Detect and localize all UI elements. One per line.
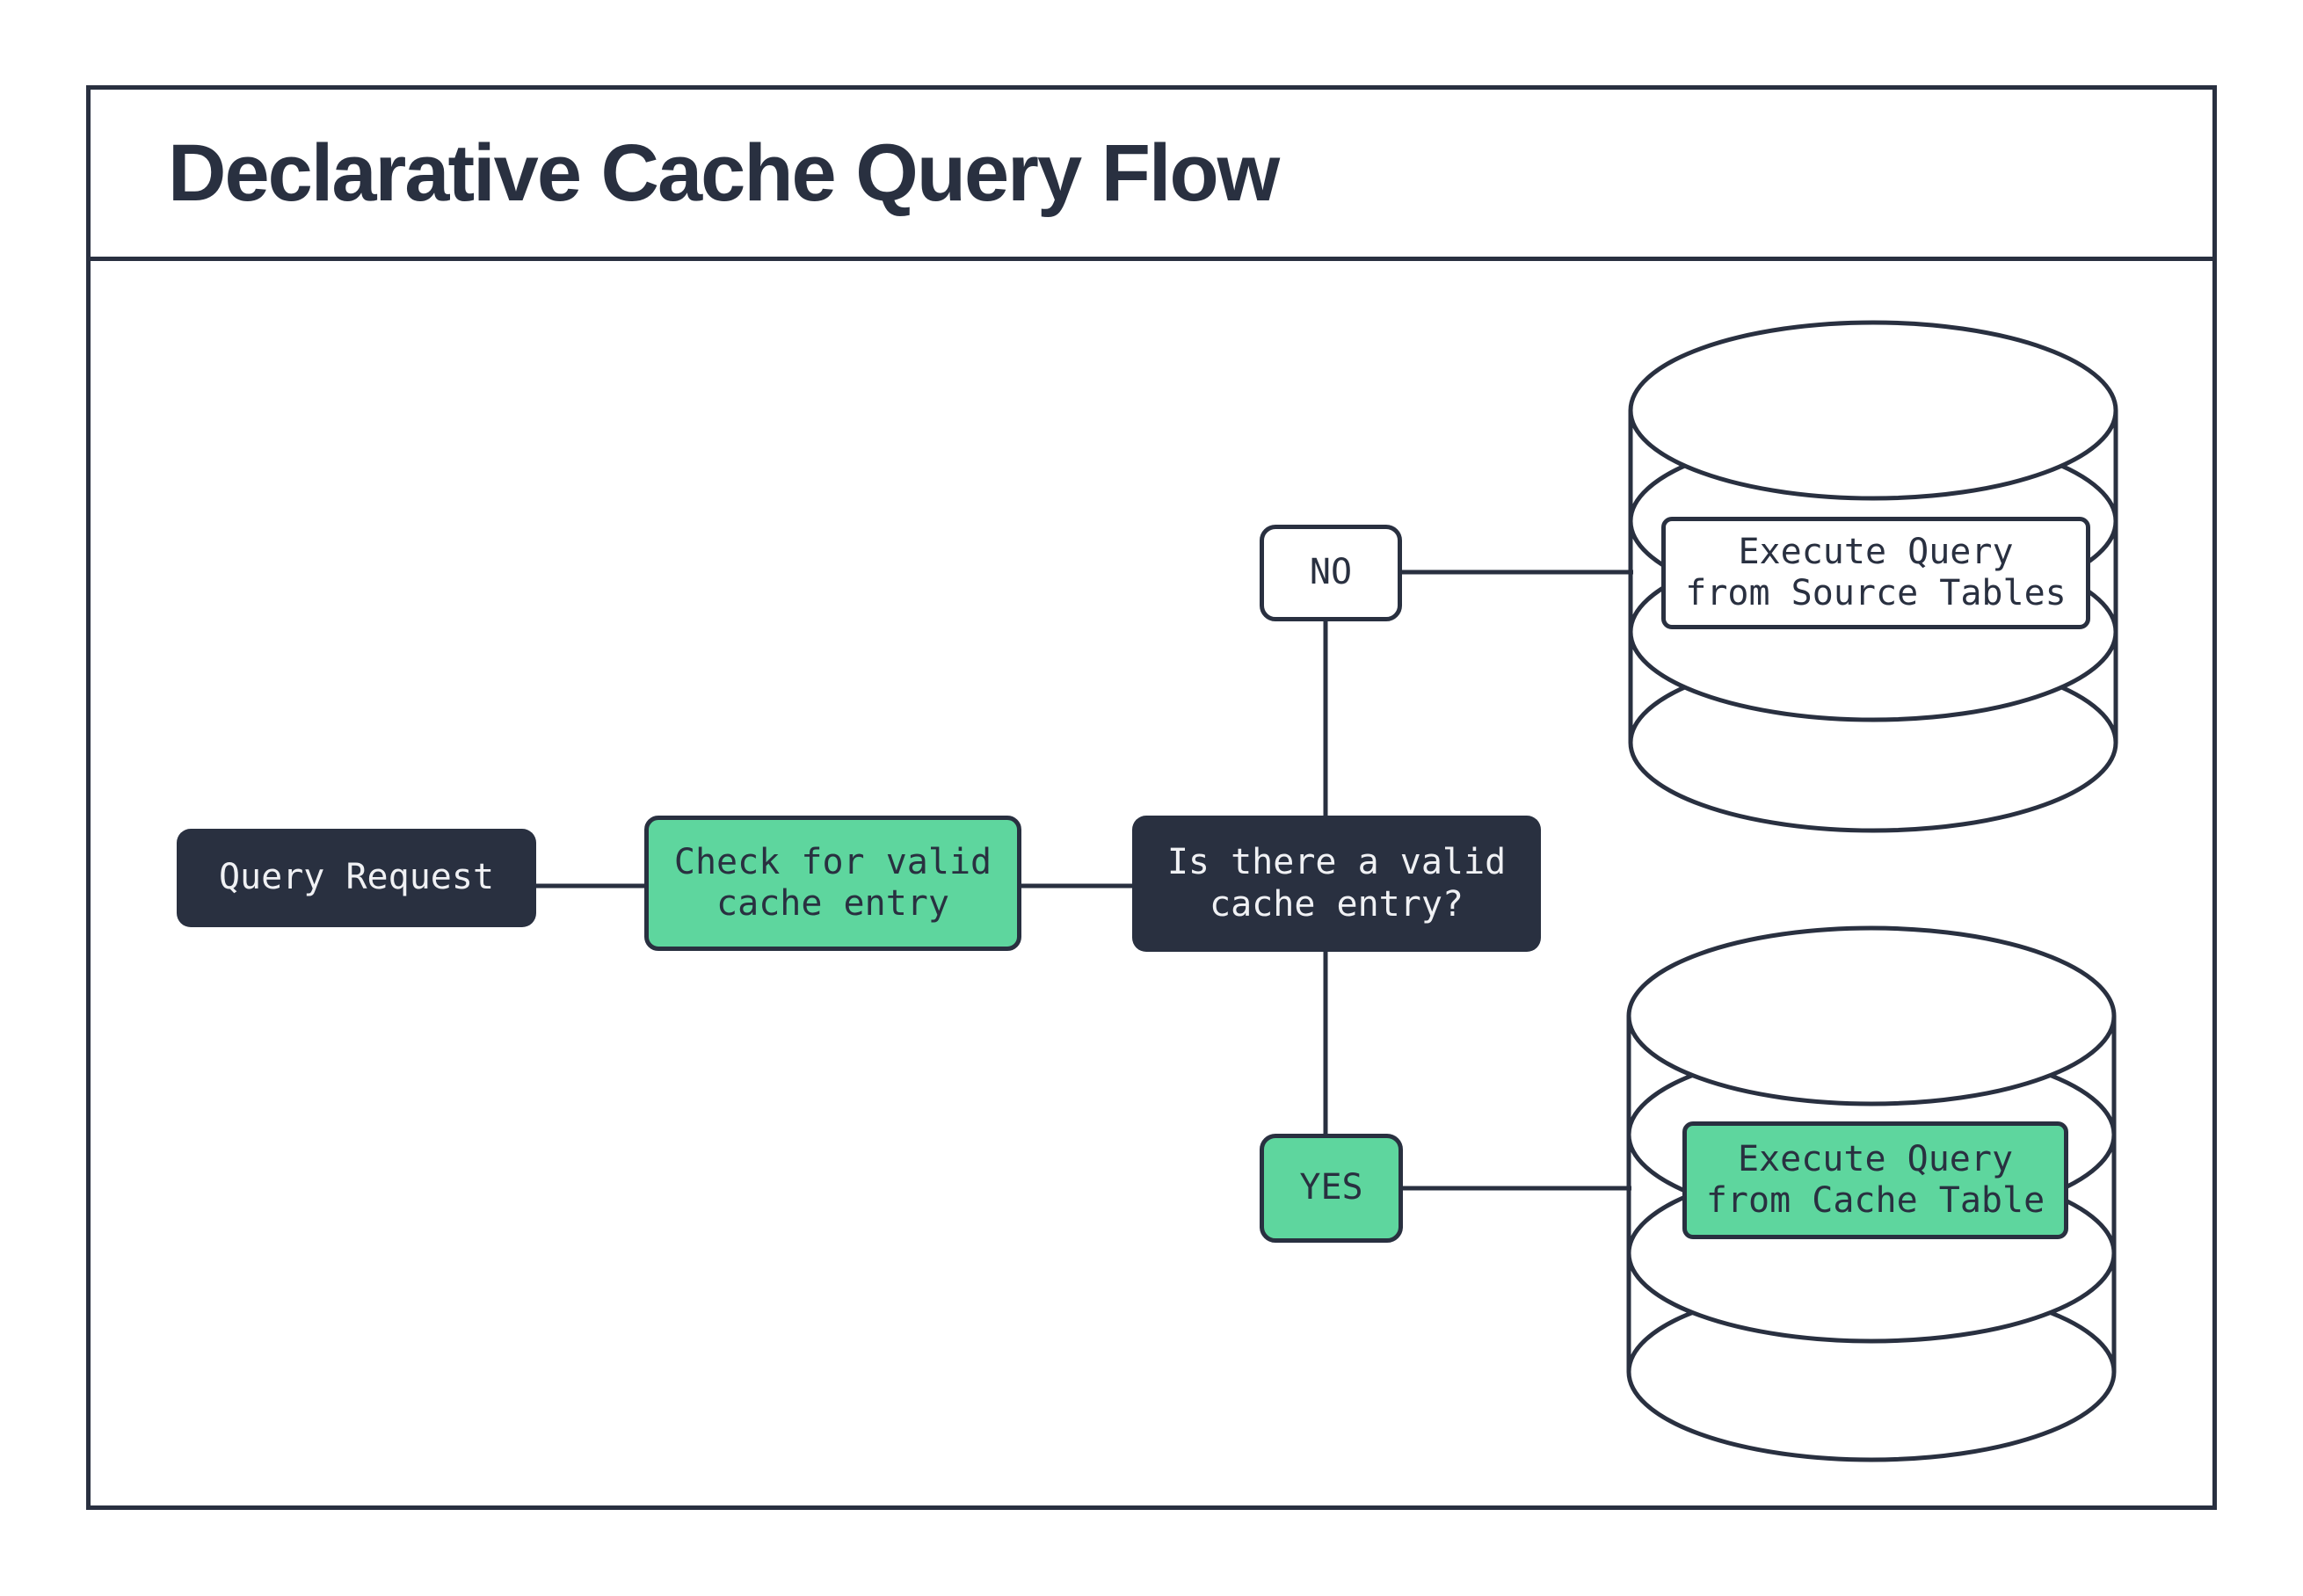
node-check-cache: Check for valid cache entry (644, 816, 1021, 951)
branch-label-yes: YES (1260, 1134, 1403, 1243)
diagram-title: Declarative Cache Query Flow (168, 127, 1280, 218)
connector-lines (536, 569, 1633, 1191)
node-query-request: Query Request (177, 829, 536, 927)
node-decision-valid-cache: Is there a valid cache entry? (1132, 816, 1541, 952)
title-bar: Declarative Cache Query Flow (91, 90, 2212, 261)
node-execute-source-tables: Execute Query from Source Tables (1661, 517, 2090, 629)
branch-label-no: NO (1260, 525, 1402, 621)
diagram-frame: Declarative Cache Query Flow (86, 85, 2217, 1510)
node-execute-cache-table: Execute Query from Cache Table (1682, 1121, 2068, 1239)
